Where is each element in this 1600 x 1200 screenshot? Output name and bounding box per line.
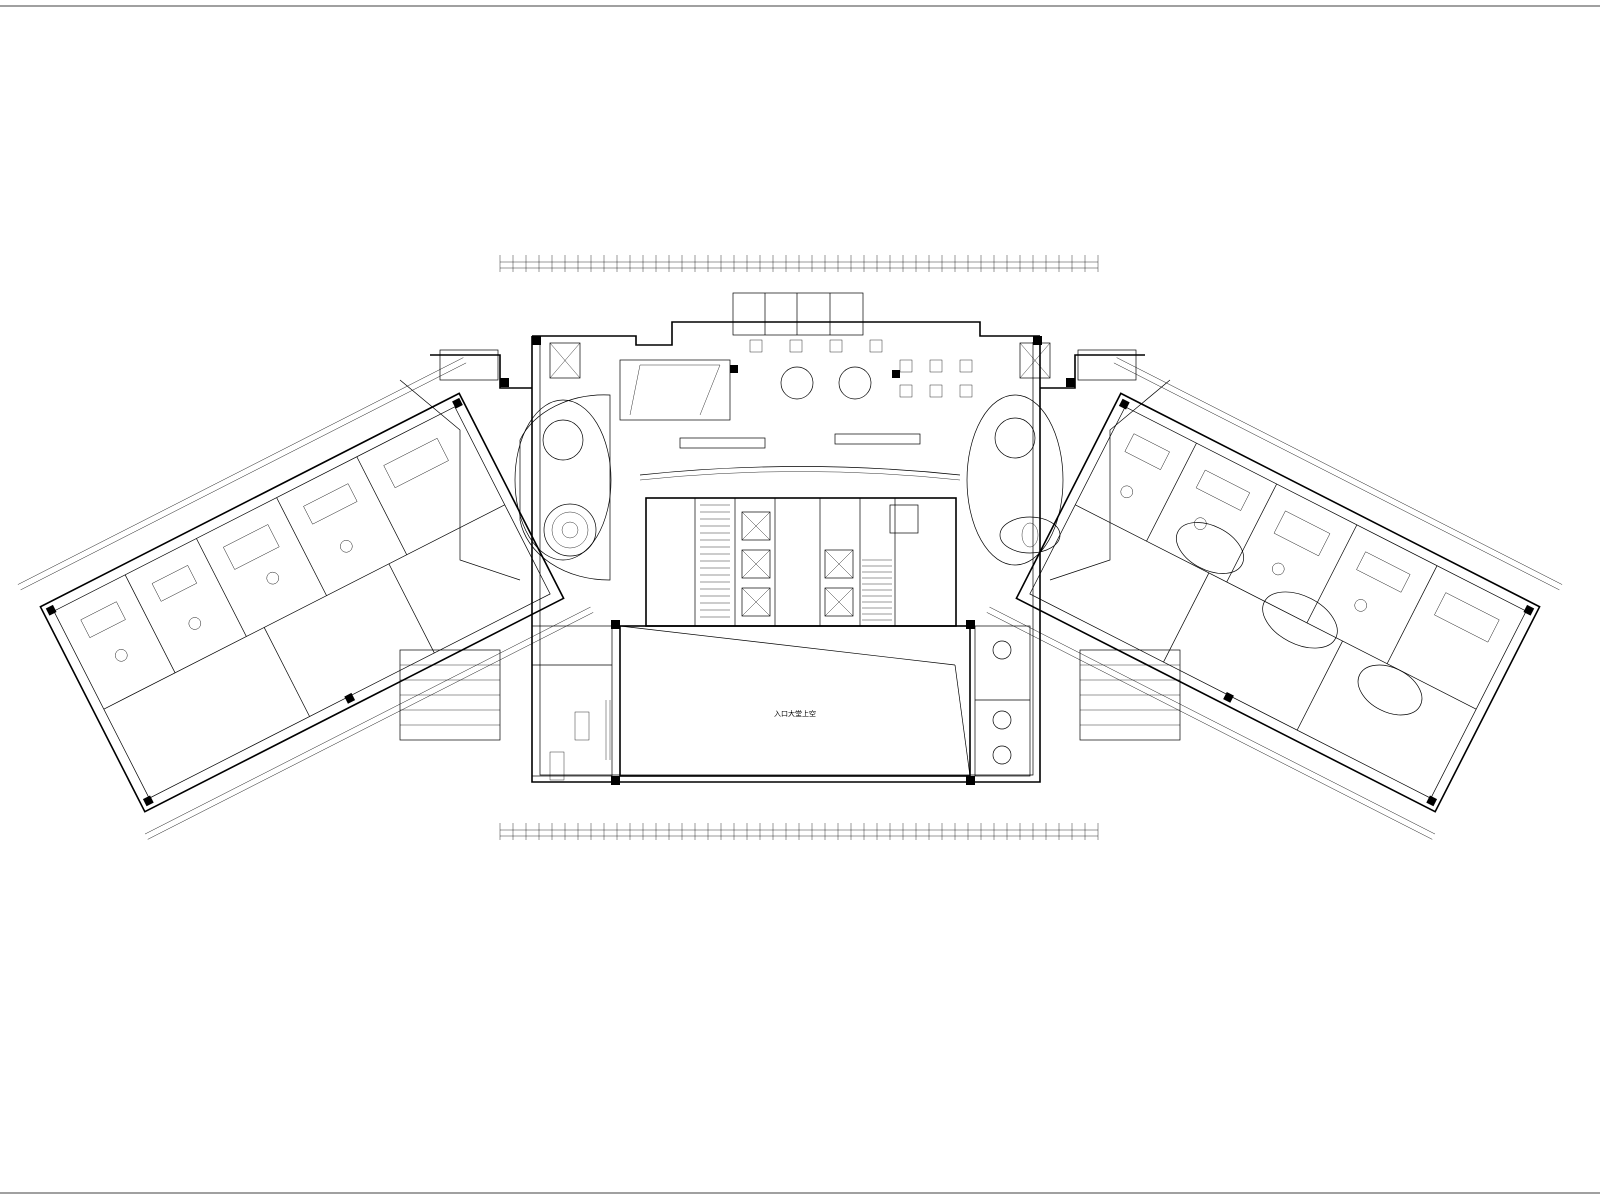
lower-right-dining xyxy=(974,625,1031,777)
right-wing xyxy=(986,357,1563,840)
right-oval-lobby xyxy=(966,394,1064,566)
bottom-dimension-chain xyxy=(499,823,1099,840)
building-core xyxy=(645,497,957,627)
lobby-furniture xyxy=(619,339,973,481)
left-connector xyxy=(399,349,532,741)
upper-elevators xyxy=(500,336,1075,387)
dining-table xyxy=(992,745,1012,765)
main-hall-label: 入口大堂上空 xyxy=(774,709,816,718)
dining-table xyxy=(992,710,1012,730)
right-pool-ovals xyxy=(1176,522,1423,716)
left-wing xyxy=(17,357,594,840)
central-block-walls xyxy=(531,292,1041,783)
dining-table xyxy=(992,640,1012,660)
top-dimension-chain xyxy=(499,255,1099,272)
lower-left-rooms xyxy=(531,625,613,781)
main-hall-void: 入口大堂上空 xyxy=(611,620,975,785)
right-connector xyxy=(1040,349,1181,741)
left-oval-lobby xyxy=(514,394,612,581)
